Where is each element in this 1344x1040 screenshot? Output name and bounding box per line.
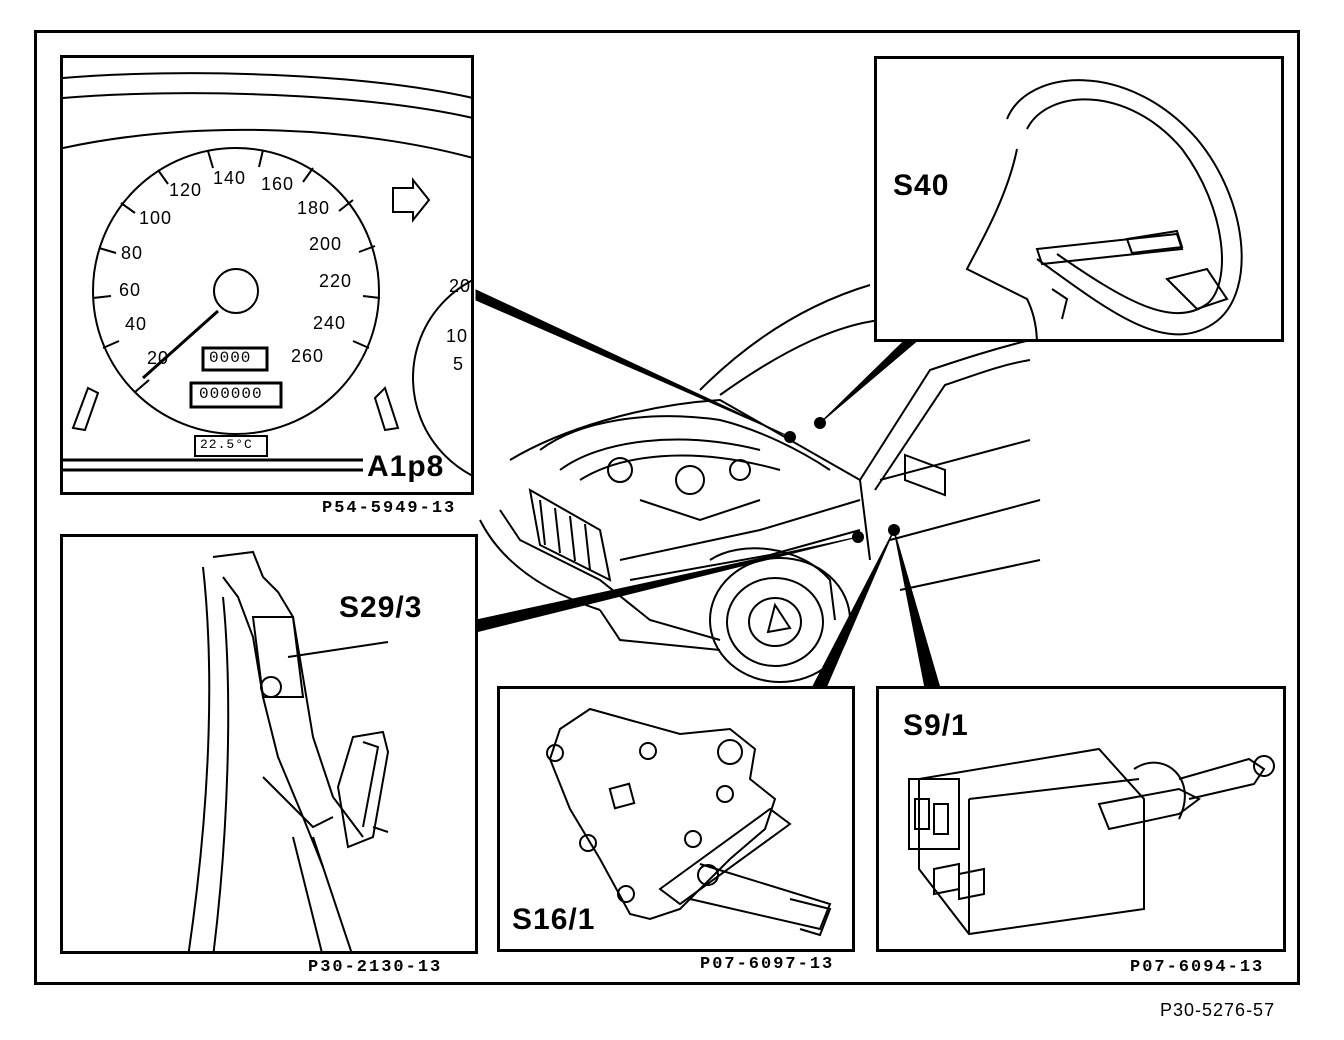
steering-wheel-panel: S40 bbox=[874, 56, 1284, 342]
panel-reference: P54-5949-13 bbox=[322, 499, 457, 518]
speed-tick-label: 60 bbox=[119, 280, 142, 300]
speed-tick-label: 260 bbox=[291, 346, 325, 366]
component-label: S16/1 bbox=[512, 903, 596, 936]
speed-tick-label: 120 bbox=[169, 180, 203, 200]
temperature-display: 22.5°C bbox=[200, 437, 253, 452]
speed-tick-label: 200 bbox=[309, 234, 343, 254]
rpm-tick-label: 10 bbox=[446, 326, 469, 346]
switch-s16-drawing bbox=[546, 707, 832, 937]
component-label: S9/1 bbox=[903, 709, 969, 742]
figure-frame bbox=[34, 30, 1300, 985]
rpm-tick-label: 5 bbox=[453, 354, 465, 374]
speed-tick-label: 140 bbox=[213, 168, 247, 188]
pedal-panel: S29/3 bbox=[60, 534, 478, 954]
component-label: S29/3 bbox=[339, 591, 423, 624]
speed-tick-label: 160 bbox=[261, 174, 295, 194]
odometer-display: 000000 bbox=[199, 385, 263, 403]
speed-tick-label: 20 bbox=[147, 348, 170, 368]
pedal-drawing bbox=[187, 550, 390, 951]
speed-tick-label: 180 bbox=[297, 198, 331, 218]
speed-tick-label: 100 bbox=[139, 208, 173, 228]
steering-wheel-drawing bbox=[965, 79, 1243, 339]
rpm-tick-label: 20 bbox=[449, 276, 472, 296]
switch-s16-panel: S16/1 bbox=[497, 686, 855, 952]
component-label: S40 bbox=[893, 169, 950, 202]
component-label: A1p8 bbox=[367, 450, 445, 483]
panel-reference: P07-6097-13 bbox=[700, 955, 835, 974]
instrument-cluster-panel: 20 40 60 80 100 120 140 160 180 200 220 … bbox=[60, 55, 474, 495]
speed-tick-label: 40 bbox=[125, 314, 148, 334]
speedometer-drawing bbox=[63, 72, 471, 477]
switch-s9-panel: S9/1 bbox=[876, 686, 1286, 952]
switch-s9-drawing bbox=[908, 747, 1275, 936]
turn-signal-icon bbox=[392, 177, 431, 223]
speed-tick-label: 240 bbox=[313, 313, 347, 333]
panel-reference: P30-2130-13 bbox=[308, 958, 443, 977]
panel-reference: P07-6094-13 bbox=[1130, 958, 1265, 977]
trip-display: 0000 bbox=[209, 349, 252, 367]
speed-tick-label: 80 bbox=[121, 243, 144, 263]
speed-tick-label: 220 bbox=[319, 271, 353, 291]
figure-number: P30-5276-57 bbox=[1160, 1000, 1276, 1020]
